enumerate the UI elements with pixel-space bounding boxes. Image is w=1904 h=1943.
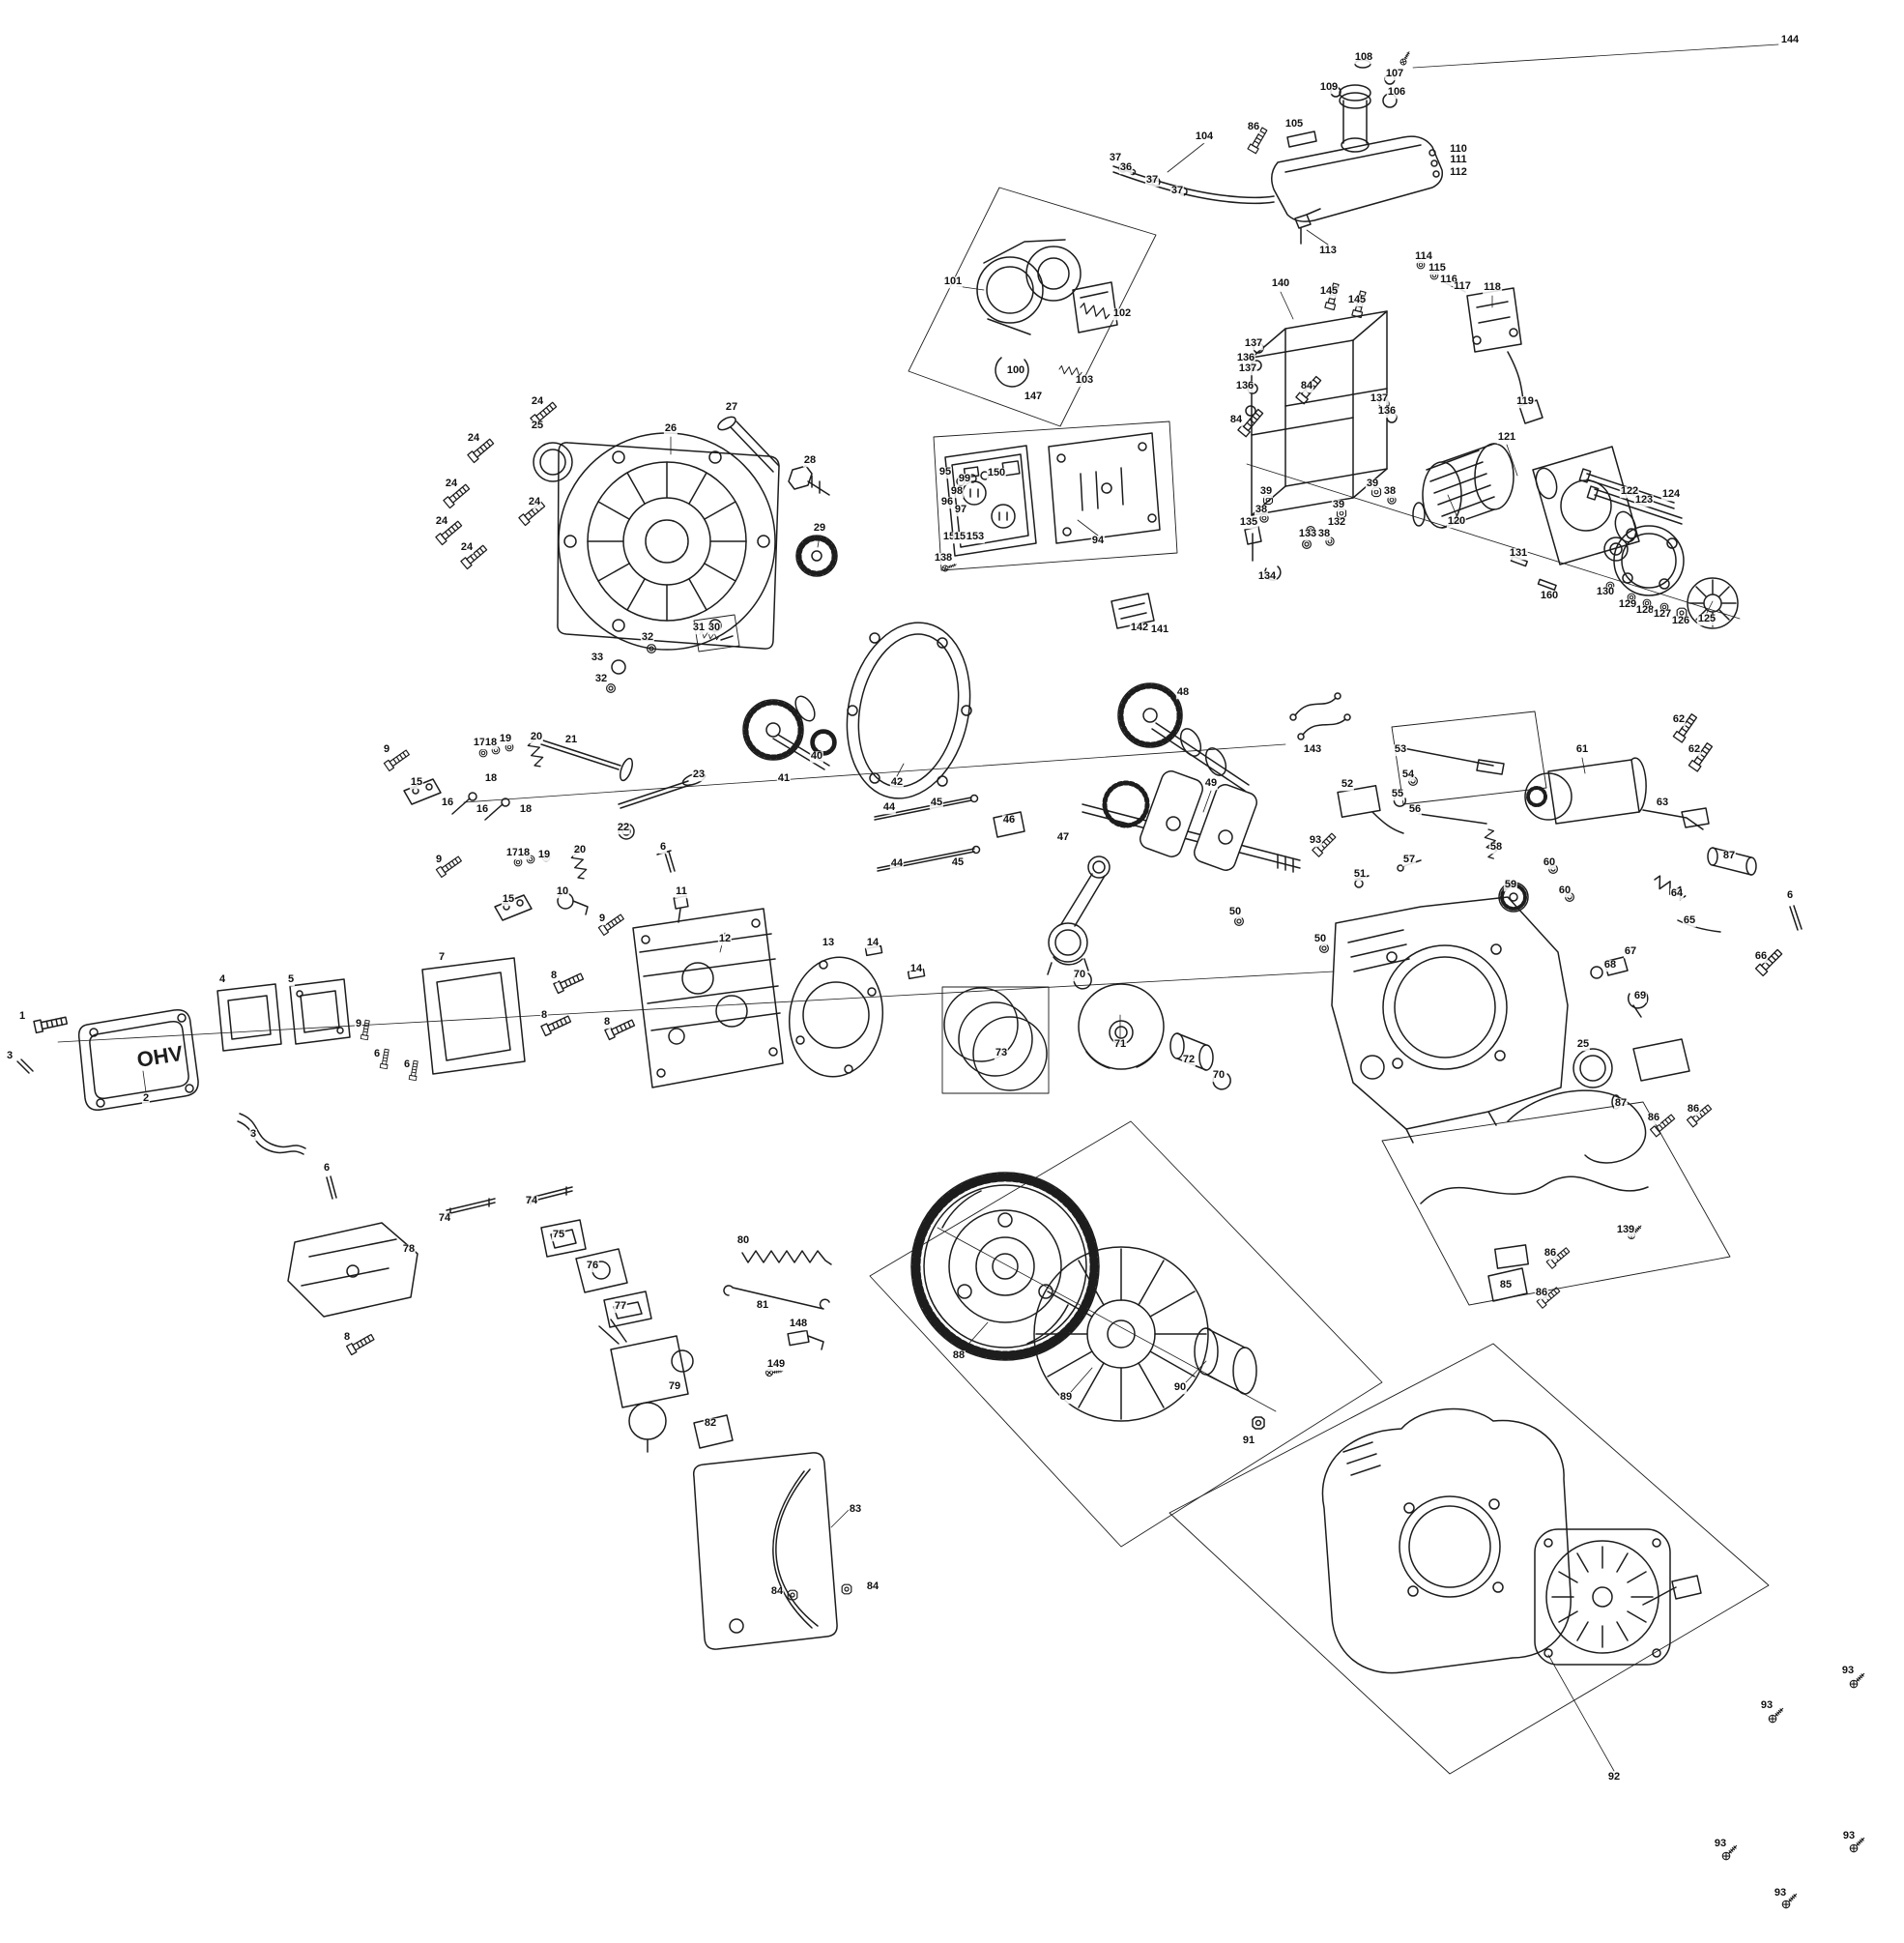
valvetrain-group [383, 734, 707, 921]
starter-motor-group [1524, 711, 1803, 977]
left-cover-group [533, 416, 838, 651]
governor-group [1312, 747, 1575, 913]
head-row-group [16, 892, 926, 1155]
blower-group [1321, 1407, 1867, 1910]
frame-hardware-group [1237, 281, 1404, 834]
piston-group [943, 972, 1231, 1091]
fuel-line-group [1112, 163, 1275, 205]
crankshaft-group [1082, 682, 1370, 954]
ignition-coil-group [1416, 260, 1543, 424]
frame-group [1245, 310, 1398, 516]
airbox-carb-group [287, 1175, 852, 1650]
fuel-tank-group [1271, 59, 1444, 245]
group-outline-boxes [693, 187, 1770, 1775]
alternator-group [1412, 443, 1739, 629]
exploded-axis-lines [57, 463, 1741, 1412]
scattered-hardware [435, 49, 1413, 873]
relay-group [1111, 593, 1155, 629]
valve-cover-text: OHV [135, 1041, 185, 1072]
throttle-assembly-group [976, 239, 1118, 388]
right-crankcase-group [1331, 896, 1714, 1144]
connecting-rod-group [1047, 856, 1111, 975]
leader-lines [142, 44, 1779, 1772]
flywheel-group [910, 1172, 1265, 1430]
inverter-plate-group [1048, 432, 1161, 544]
pushrod-group [874, 794, 1025, 872]
wire-harness-group [1420, 1089, 1649, 1309]
control-panel-group [940, 445, 1037, 573]
